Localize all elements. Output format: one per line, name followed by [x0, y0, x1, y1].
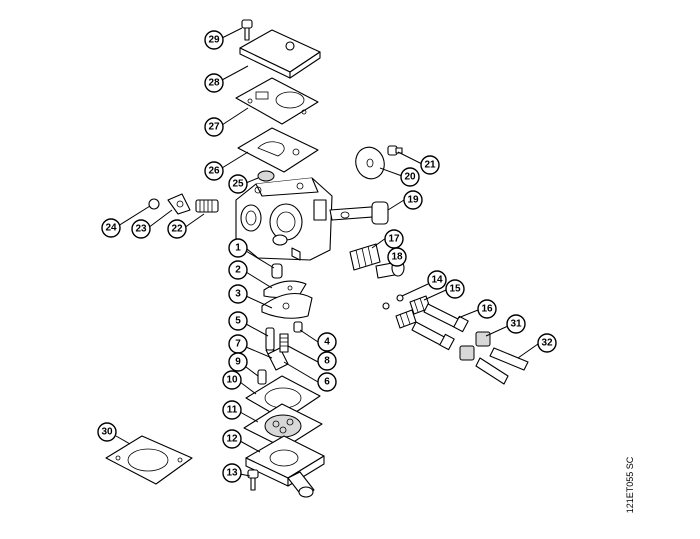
callout-14: 14 — [427, 270, 447, 290]
callout-13: 13 — [222, 463, 242, 483]
callout-7: 7 — [228, 334, 248, 354]
leader-lines — [115, 27, 539, 477]
part-28-cover — [239, 29, 321, 79]
svg-text:8: 8 — [324, 356, 330, 367]
svg-text:1: 1 — [235, 243, 241, 254]
part-12-end-cover — [245, 435, 325, 498]
part-30-flange-gasket — [105, 435, 193, 485]
part-32-limiter-screws — [475, 347, 529, 385]
svg-text:20: 20 — [404, 172, 416, 183]
callout-24: 24 — [101, 218, 121, 238]
svg-text:11: 11 — [227, 405, 238, 416]
svg-text:24: 24 — [105, 223, 117, 234]
part-1-pin — [271, 263, 283, 279]
callout-21: 21 — [420, 155, 440, 175]
svg-text:28: 28 — [208, 78, 220, 89]
svg-text:6: 6 — [324, 377, 330, 388]
part-27-pump-diaphragm — [235, 77, 319, 125]
svg-text:9: 9 — [235, 357, 241, 368]
callout-27: 27 — [204, 117, 224, 137]
callout-10: 10 — [222, 370, 242, 390]
part-4-screw — [293, 321, 303, 333]
part-16-needle-screws — [411, 303, 469, 351]
callout-19: 19 — [403, 190, 423, 210]
callout-16: 16 — [477, 299, 497, 319]
callout-25: 25 — [228, 174, 248, 194]
callout-9: 9 — [228, 352, 248, 372]
callout-31: 31 — [506, 314, 526, 334]
svg-text:30: 30 — [101, 427, 113, 438]
callout-8: 8 — [317, 351, 337, 371]
svg-text:12: 12 — [226, 434, 238, 445]
callout-12: 12 — [222, 429, 242, 449]
svg-text:32: 32 — [541, 338, 553, 349]
svg-text:19: 19 — [407, 195, 419, 206]
callout-20: 20 — [400, 167, 420, 187]
svg-text:5: 5 — [235, 316, 241, 327]
svg-text:22: 22 — [171, 224, 183, 235]
callout-30: 30 — [97, 422, 117, 442]
svg-text:2: 2 — [235, 265, 241, 276]
callout-6: 6 — [317, 372, 337, 392]
part-22-spring — [195, 199, 219, 213]
part-25-strainer — [257, 170, 275, 182]
callout-29: 29 — [204, 30, 224, 50]
callout-26: 26 — [204, 161, 224, 181]
svg-text:13: 13 — [226, 468, 238, 479]
callout-28: 28 — [204, 73, 224, 93]
svg-text:3: 3 — [235, 289, 241, 300]
svg-text:21: 21 — [424, 160, 436, 171]
part-9-screw — [257, 369, 267, 385]
part-14-o-rings — [382, 294, 404, 310]
svg-text:7: 7 — [235, 339, 241, 350]
part-20-throttle-disc — [355, 146, 385, 180]
carburetor-body — [235, 177, 333, 261]
callout-5: 5 — [228, 311, 248, 331]
svg-text:4: 4 — [324, 337, 330, 348]
part-23-lever — [167, 193, 191, 215]
figure-code-label: 121ET055 SC — [625, 456, 635, 514]
callout-17: 17 — [384, 229, 404, 249]
callout-1: 1 — [228, 238, 248, 258]
part-17-spring — [349, 243, 381, 271]
callout-23: 23 — [131, 219, 151, 239]
callout-11: 11 — [222, 400, 242, 420]
part-31-springs — [459, 331, 491, 361]
svg-text:23: 23 — [135, 224, 147, 235]
svg-text:25: 25 — [232, 179, 244, 190]
part-13-screw — [247, 469, 259, 491]
callout-4: 4 — [317, 332, 337, 352]
part-3-plate — [261, 292, 313, 319]
callout-22: 22 — [167, 219, 187, 239]
part-24-ball — [148, 198, 160, 210]
svg-text:17: 17 — [388, 234, 400, 245]
callout-3: 3 — [228, 284, 248, 304]
callout-2: 2 — [228, 260, 248, 280]
callout-15: 15 — [445, 279, 465, 299]
svg-text:27: 27 — [208, 122, 220, 133]
callout-32: 32 — [537, 333, 557, 353]
part-19-throttle-shaft — [329, 201, 389, 225]
svg-text:16: 16 — [481, 304, 493, 315]
svg-text:15: 15 — [449, 284, 461, 295]
part-11-metering-diaphragm — [243, 403, 323, 449]
svg-text:14: 14 — [431, 275, 443, 286]
callout-18: 18 — [387, 247, 407, 267]
part-29-screw — [241, 19, 253, 41]
svg-text:31: 31 — [510, 319, 522, 330]
svg-text:10: 10 — [226, 375, 238, 386]
part-8-spring — [279, 333, 289, 353]
part-21-screw — [387, 145, 403, 156]
svg-text:29: 29 — [208, 35, 220, 46]
svg-text:18: 18 — [391, 252, 403, 263]
figure-code: 121ET055 SC — [620, 440, 640, 530]
part-26-gasket — [237, 127, 319, 173]
svg-text:26: 26 — [208, 166, 220, 177]
